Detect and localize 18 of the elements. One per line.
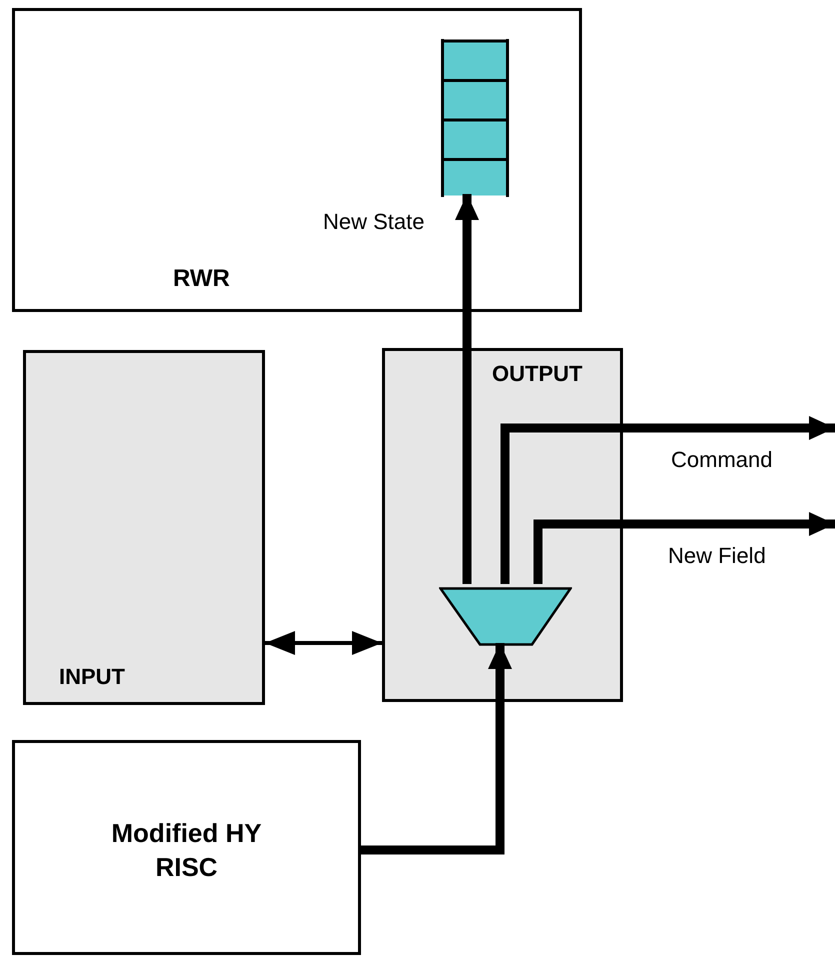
arrow (455, 194, 479, 584)
arrow (500, 416, 835, 584)
block-title: INPUT (59, 663, 125, 691)
arrow (361, 643, 512, 854)
block-title: OUTPUT (492, 360, 582, 388)
block-title: RWR (173, 264, 230, 294)
block-box (12, 8, 582, 312)
edge-label: New Field (668, 542, 766, 570)
arrow (534, 512, 835, 584)
edge-label: New State (323, 208, 424, 236)
edge-label: Command (671, 446, 772, 474)
register-stack (441, 39, 509, 197)
block-box (382, 348, 623, 702)
block-box (23, 350, 265, 705)
arrow (265, 631, 382, 655)
block-box (12, 740, 361, 955)
multiplexer-trapezoid (439, 587, 572, 646)
block-title: Modified HY RISC (110, 817, 263, 884)
